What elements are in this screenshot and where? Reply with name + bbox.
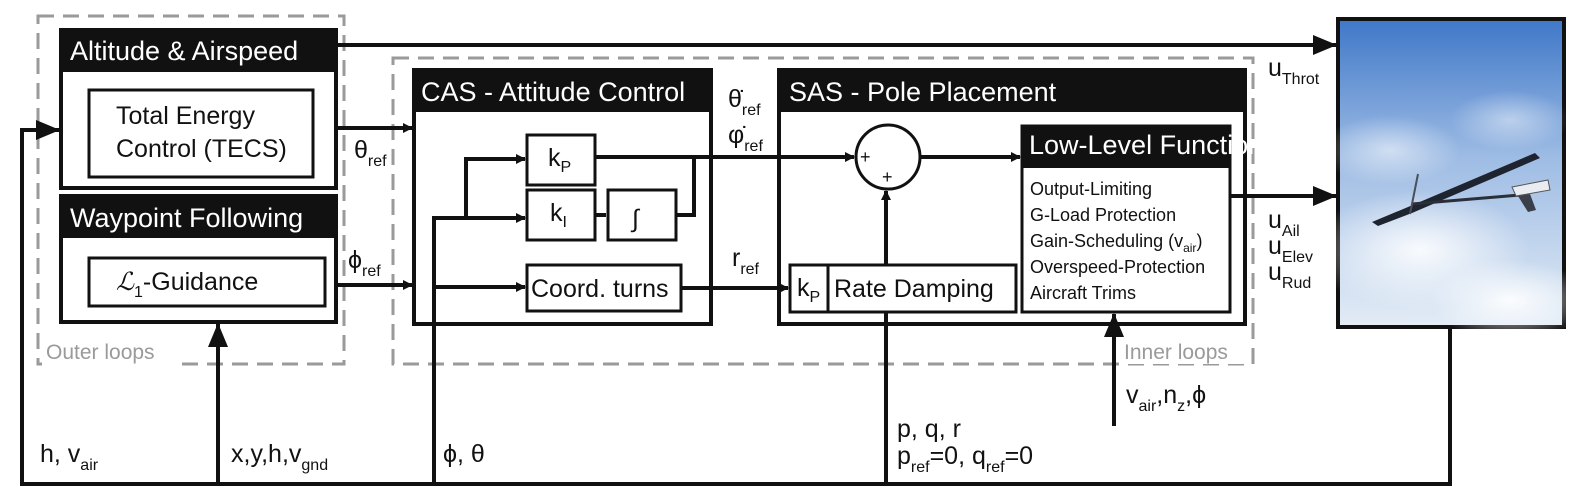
lowlevel-item-overspeed: Overspeed-Protection [1030, 257, 1205, 277]
vair-nz-phi-label: vair,nz,ϕ [1126, 381, 1206, 415]
phi-dot-ref-label: φ̇ref [728, 121, 763, 155]
lowlevel-item-g-load: G-Load Protection [1030, 205, 1176, 225]
xyhv-gnd-label: x,y,h,vgnd [231, 440, 328, 474]
pq-ref-label: pref=0, qref=0 [897, 442, 1033, 476]
pqr-label: p, q, r [897, 415, 961, 443]
r-ref-label: rref [732, 244, 760, 278]
coord-turns-label: Coord. turns [531, 275, 669, 303]
rate-damping-label: Rate Damping [834, 275, 994, 303]
sum-plus-top: + [860, 147, 871, 167]
lowlevel-item-output-limiting: Output-Limiting [1030, 179, 1152, 199]
theta-dot-ref-label: θ̇ref [728, 85, 761, 119]
inner-loops-label: Inner loops [1124, 341, 1228, 364]
phi-ref-label: ϕref [348, 246, 381, 280]
lowlevel-item-trims: Aircraft Trims [1030, 283, 1136, 303]
sas-title: SAS - Pole Placement [789, 77, 1057, 107]
low-level-title: Low-Level Functions [1029, 130, 1277, 160]
h-vair-label: h, vair [40, 440, 99, 474]
theta-ref-label: θref [354, 136, 387, 170]
altitude-airspeed-block: Altitude & Airspeed Total Energy Control… [61, 30, 336, 188]
phi-theta-label: ϕ, θ [443, 440, 485, 468]
altitude-airspeed-title: Altitude & Airspeed [70, 36, 298, 66]
outer-loops-label: Outer loops [46, 341, 155, 364]
sum-plus-bottom: + [882, 167, 893, 187]
integrator-symbol: ∫ [630, 205, 640, 233]
tecs-label-line1: Total Energy [116, 102, 255, 130]
tecs-label-line2: Control (TECS) [116, 135, 287, 163]
cas-title: CAS - Attitude Control [421, 77, 685, 107]
waypoint-following-block: Waypoint Following ℒ1-Guidance [61, 196, 336, 322]
aircraft-photo [1310, 19, 1584, 340]
u-throt-label: uThrot [1268, 54, 1320, 88]
waypoint-following-title: Waypoint Following [70, 203, 303, 233]
